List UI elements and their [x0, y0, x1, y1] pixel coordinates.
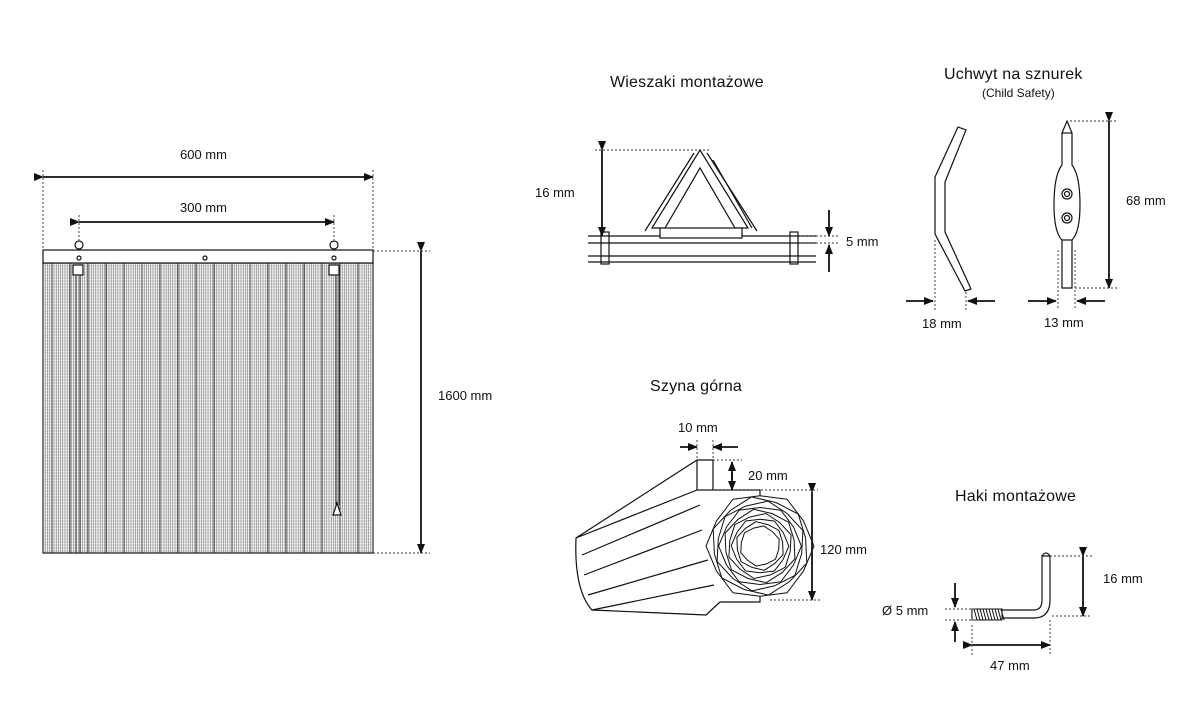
hooks-title: Haki montażowe: [955, 488, 1077, 505]
top-rail-drawing: [575, 440, 822, 616]
hook-thread: [971, 608, 1005, 621]
cord-holder-front-width-label: 13 mm: [1044, 315, 1084, 330]
cord-box-left: [72, 264, 84, 276]
cord-tassel: [332, 501, 342, 516]
cord-holder-title: Uchwyt na sznurek: [944, 66, 1083, 83]
hook-drawing: [945, 547, 1092, 655]
cord-box-right: [328, 264, 340, 276]
cord-holder-side-width-label: 18 mm: [922, 316, 962, 331]
cord-holder-drawing: [906, 112, 1118, 310]
blind-width-label: 600 mm: [180, 147, 227, 162]
blind-height-label: 1600 mm: [438, 388, 493, 403]
hooks-height-label: 16 mm: [1103, 571, 1143, 586]
blind-slats: [42, 262, 374, 554]
hooks-thread-label: Ø 5 mm: [882, 603, 929, 618]
top-rail-top-label: 20 mm: [748, 468, 788, 483]
hangers-height-label: 16 mm: [535, 185, 575, 200]
blind-headrail: [42, 249, 374, 264]
hanger-ring-left: [74, 240, 84, 250]
hooks-length-label: 47 mm: [990, 658, 1030, 673]
blind-drawing: [34, 170, 430, 554]
cord-holder-subtitle: (Child Safety): [982, 86, 1055, 100]
hanger-spacing-label: 300 mm: [180, 200, 227, 215]
top-rail-diameter-label: 120 mm: [820, 542, 867, 557]
hanger-ring-right: [329, 240, 339, 250]
hangers-rail-label: 5 mm: [846, 234, 879, 249]
hanger-drawing: [588, 141, 838, 272]
top-rail-title: Szyna górna: [650, 378, 743, 395]
cord-holder-height-label: 68 mm: [1126, 193, 1166, 208]
top-rail-roll: [705, 495, 815, 597]
top-rail-width-label: 10 mm: [678, 420, 718, 435]
hangers-title: Wieszaki montażowe: [610, 74, 764, 91]
